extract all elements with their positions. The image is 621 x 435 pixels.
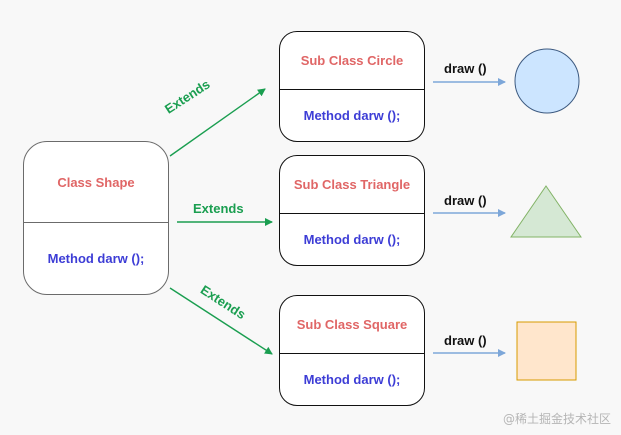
subclass-circle-title: Sub Class Circle <box>300 53 404 68</box>
class-shape-divider <box>24 222 168 223</box>
triangle-shape <box>510 185 582 238</box>
circle-shape <box>514 48 580 114</box>
subclass-square-divider <box>280 353 424 354</box>
subclass-triangle-box: Sub Class Triangle Method darw (); <box>279 155 425 266</box>
subclass-square-title: Sub Class Square <box>296 317 408 332</box>
watermark-text: @稀土掘金技术社区 <box>502 412 611 426</box>
extends-arrow-square <box>169 287 273 355</box>
extends-arrow-circle <box>169 88 266 157</box>
class-shape-box: Class Shape Method darw (); <box>23 141 169 295</box>
subclass-circle-method: Method darw (); <box>303 108 401 123</box>
class-shape-title: Class Shape <box>57 174 135 190</box>
draw-label-circle: draw () <box>444 61 487 76</box>
extends-label-triangle: Extends <box>193 201 244 216</box>
subclass-triangle-method: Method darw (); <box>303 232 401 247</box>
draw-label-triangle: draw () <box>444 193 487 208</box>
draw-label-square: draw () <box>444 333 487 348</box>
class-shape-method: Method darw (); <box>47 251 145 266</box>
subclass-square-method: Method darw (); <box>303 372 401 387</box>
subclass-triangle-title: Sub Class Triangle <box>293 177 411 192</box>
square-shape <box>516 321 577 381</box>
subclass-square-box: Sub Class Square Method darw (); <box>279 295 425 406</box>
subclass-triangle-divider <box>280 213 424 214</box>
subclass-circle-box: Sub Class Circle Method darw (); <box>279 31 425 142</box>
subclass-circle-divider <box>280 89 424 90</box>
